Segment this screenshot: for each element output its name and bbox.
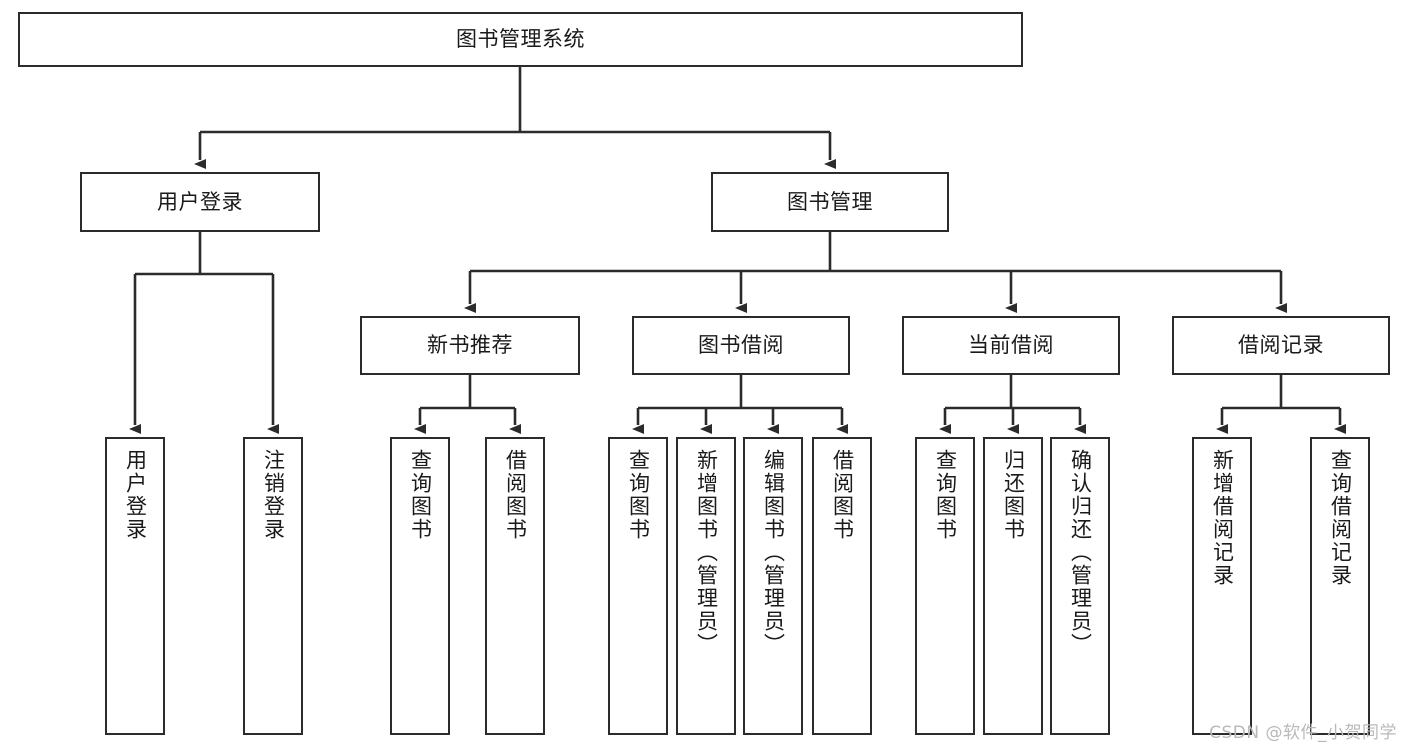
node-leaf-borrow-book-label: 借阅图书 <box>830 449 855 541</box>
node-leaf-logout-login[interactable]: 注销登录 <box>243 437 303 735</box>
node-leaf-confirm-return-admin-label: 确认归还（管理员） <box>1068 449 1093 656</box>
node-leaf-add-borrow-record[interactable]: 新增借阅记录 <box>1192 437 1252 735</box>
node-leaf-borrow-book-recommend[interactable]: 借阅图书 <box>485 437 545 735</box>
node-leaf-query-book-borrow-label: 查询图书 <box>626 449 651 541</box>
node-leaf-logout-login-label: 注销登录 <box>261 449 286 541</box>
node-current-borrow[interactable]: 当前借阅 <box>902 316 1120 375</box>
node-book-management[interactable]: 图书管理 <box>711 172 949 232</box>
node-leaf-edit-book-admin[interactable]: 编辑图书（管理员） <box>743 437 803 735</box>
node-book-management-label: 图书管理 <box>787 189 873 214</box>
node-leaf-query-book-recommend[interactable]: 查询图书 <box>390 437 450 735</box>
node-new-book-recommend-label: 新书推荐 <box>427 333 513 358</box>
node-leaf-user-login-label: 用户登录 <box>123 449 148 541</box>
node-leaf-return-book-label: 归还图书 <box>1001 449 1026 541</box>
node-leaf-query-borrow-record-label: 查询借阅记录 <box>1328 449 1353 587</box>
node-user-login-label: 用户登录 <box>157 189 243 214</box>
node-borrow-record[interactable]: 借阅记录 <box>1172 316 1390 375</box>
node-book-borrow[interactable]: 图书借阅 <box>632 316 850 375</box>
node-book-borrow-label: 图书借阅 <box>698 333 784 358</box>
node-leaf-query-book-current-label: 查询图书 <box>933 449 958 541</box>
node-leaf-add-borrow-record-label: 新增借阅记录 <box>1210 449 1235 587</box>
node-leaf-user-login[interactable]: 用户登录 <box>105 437 165 735</box>
node-leaf-confirm-return-admin[interactable]: 确认归还（管理员） <box>1050 437 1110 735</box>
node-leaf-return-book[interactable]: 归还图书 <box>983 437 1043 735</box>
node-leaf-add-book-admin[interactable]: 新增图书（管理员） <box>676 437 736 735</box>
node-leaf-query-book-recommend-label: 查询图书 <box>408 449 433 541</box>
node-leaf-edit-book-admin-label: 编辑图书（管理员） <box>761 449 786 656</box>
node-root[interactable]: 图书管理系统 <box>18 12 1023 67</box>
node-leaf-borrow-book-recommend-label: 借阅图书 <box>503 449 528 541</box>
watermark-text: CSDN @软件_小贺同学 <box>1209 723 1397 743</box>
node-current-borrow-label: 当前借阅 <box>968 333 1054 358</box>
node-leaf-add-book-admin-label: 新增图书（管理员） <box>694 449 719 656</box>
node-leaf-query-book-current[interactable]: 查询图书 <box>915 437 975 735</box>
node-user-login[interactable]: 用户登录 <box>80 172 320 232</box>
node-leaf-query-borrow-record[interactable]: 查询借阅记录 <box>1310 437 1370 735</box>
node-leaf-borrow-book[interactable]: 借阅图书 <box>812 437 872 735</box>
node-borrow-record-label: 借阅记录 <box>1238 333 1324 358</box>
node-leaf-query-book-borrow[interactable]: 查询图书 <box>608 437 668 735</box>
node-new-book-recommend[interactable]: 新书推荐 <box>360 316 580 375</box>
node-root-label: 图书管理系统 <box>456 27 585 52</box>
